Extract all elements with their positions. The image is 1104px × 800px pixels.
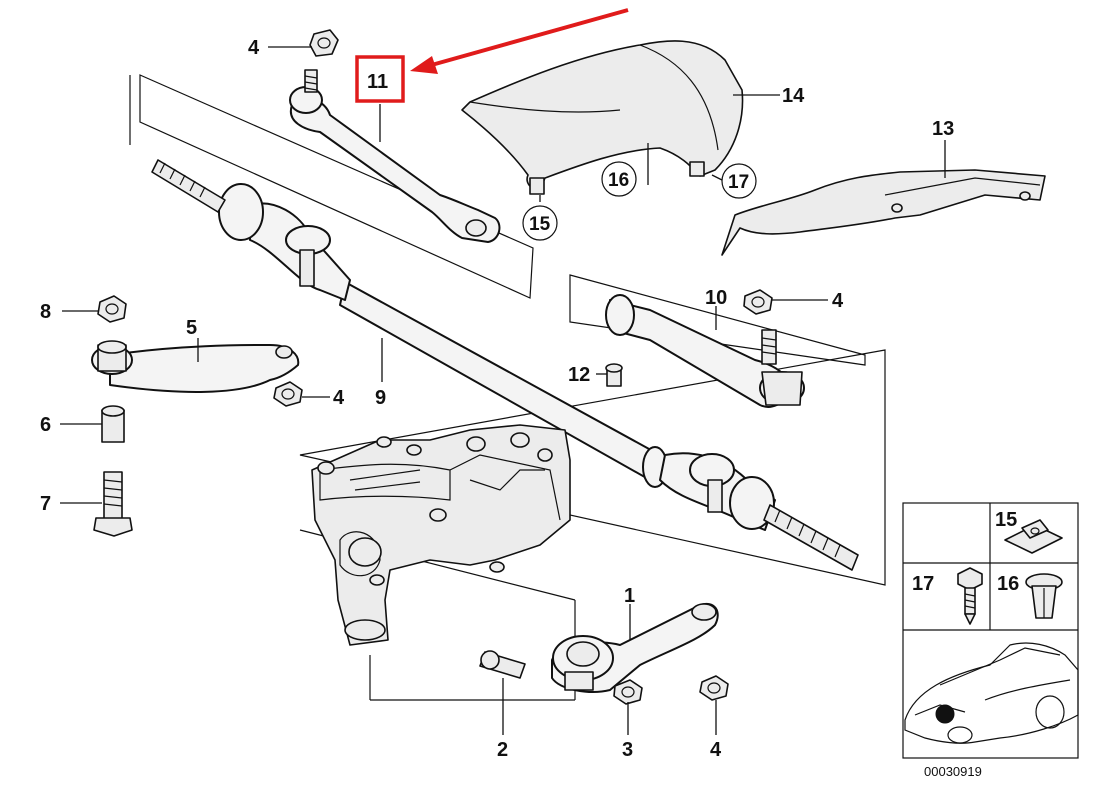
steering-gear-box [311,424,571,646]
idler-arm-5 [91,340,300,393]
self-tapping-screw-icon [957,567,983,625]
car-location-icon [904,642,1079,744]
pitman-arm-1 [551,602,719,693]
callout-16: 16 [608,170,629,191]
highlight-arrow-head [410,56,438,74]
callout-4-left: 4 [333,387,345,409]
bush-6 [101,405,125,443]
callout-4-top: 4 [248,37,260,59]
callout-labels: 4 11 14 13 16 17 15 8 5 4 9 6 7 10 4 12 … [40,37,954,761]
callout-1: 1 [624,585,635,607]
inset-panel: 15 17 16 [902,502,1079,759]
location-marker [935,704,955,724]
callout-8: 8 [40,301,51,323]
center-tie-rod-9 [151,159,859,571]
callout-9: 9 [375,387,386,409]
nut-4-right [743,289,773,315]
bolt-2 [479,650,526,679]
bolt-7 [93,471,133,537]
expanding-nut-icon [1025,573,1063,619]
clip-nut-icon [1004,519,1063,554]
callout-2: 2 [497,739,508,761]
callout-10: 10 [705,287,727,309]
callout-3: 3 [622,739,633,761]
callout-4-bottom: 4 [710,739,722,761]
tie-rod-end-10 [605,294,805,408]
callout-5: 5 [186,317,197,339]
inset-label-17: 17 [912,573,934,595]
callout-15: 15 [529,214,551,235]
callout-11: 11 [367,71,388,93]
bracket-13 [721,169,1046,256]
tie-rod-end-11 [289,69,501,243]
callout-17-circle [721,163,757,199]
screw-12 [605,363,623,387]
callout-7: 7 [40,493,51,515]
inset-label-16: 16 [997,573,1019,595]
callout-14: 14 [782,85,805,107]
highlight-box [355,55,405,103]
nut-4-bottom [699,675,729,701]
callout-17: 17 [728,172,749,193]
callout-4-right: 4 [832,290,844,312]
reference-number: 00030919 [924,764,982,779]
callout-13: 13 [932,118,954,140]
assembly-frames [129,74,886,701]
heat-shield-14 [461,40,744,195]
callout-6: 6 [40,414,51,436]
nut-4-top [309,29,339,57]
nut-4-left [273,381,303,407]
inset-label-15: 15 [995,509,1017,531]
nut-3 [613,679,643,705]
nut-8 [97,295,127,323]
callout-16-circle [601,161,637,197]
callout-15-circle [522,205,558,241]
highlight-arrow [427,8,629,68]
leader-lines [60,46,946,735]
callout-12: 12 [568,364,590,386]
